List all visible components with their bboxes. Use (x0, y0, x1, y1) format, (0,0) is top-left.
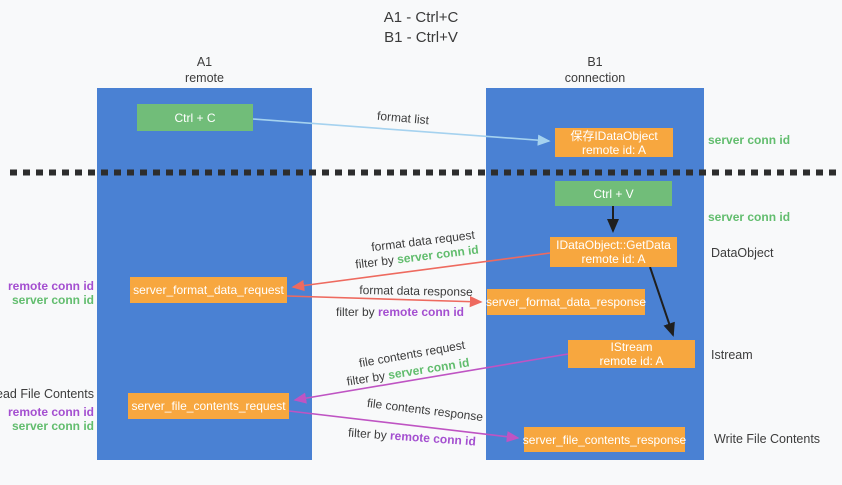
node-istream-remote-id: remote id: A (599, 354, 664, 368)
lane-right-name: B1 (587, 55, 603, 69)
node-server-file-contents-request: server_file_contents_request (128, 393, 289, 419)
format-list-arrow (252, 118, 551, 146)
title-line-b1: B1 - Ctrl+V (384, 29, 458, 46)
node-idataobject-getdata: IDataObject::GetData remote id: A (550, 237, 677, 267)
label-format-data-response: format data response (359, 283, 473, 299)
label-istream: Istream (711, 348, 753, 362)
label-write-file-contents: Write File Contents (714, 432, 821, 446)
filter-value-remote-conn-id-1: remote conn id (378, 305, 465, 319)
node-istream-title: IStream (610, 340, 653, 354)
label-remote-conn-id-left-1: remote conn id (7, 279, 94, 293)
lane-right-role: connection (564, 71, 626, 85)
node-istream: IStream remote id: A (568, 340, 695, 368)
format-data-request-arrow (291, 252, 551, 292)
node-getdata-remote-id: remote id: A (581, 252, 646, 266)
node-save-idataobject-title: 保存IDataObject (570, 128, 658, 143)
label-read-file-contents: Read File Contents (0, 387, 94, 401)
label-server-conn-id-top: server conn id (708, 133, 791, 147)
node-server-format-data-response: server_format_data_response (486, 289, 646, 315)
node-ctrl-c: Ctrl + C (137, 104, 253, 131)
label-server-conn-id-mid: server conn id (708, 210, 791, 224)
node-save-idataobject: 保存IDataObject remote id: A (555, 128, 673, 157)
filter-by-text-2: filter by (335, 305, 378, 319)
lane-left-name: A1 (196, 55, 213, 69)
lane-header-left: A1 remote (97, 54, 312, 86)
title-line-a1: A1 - Ctrl+C (383, 9, 459, 26)
file-contents-request-arrow (293, 353, 569, 404)
label-server-conn-id-left-1: server conn id (11, 293, 94, 307)
label-remote-conn-id-left-2: remote conn id (7, 405, 94, 419)
node-getdata-title: IDataObject::GetData (556, 238, 671, 252)
lane-left-role: remote (185, 71, 224, 85)
node-ctrl-v: Ctrl + V (555, 181, 672, 206)
label-dataobject: DataObject (711, 246, 774, 260)
label-server-conn-id-left-2: server conn id (11, 419, 94, 433)
getdata-to-istream-arrow (649, 266, 675, 337)
filter-by-text-4: filter by (347, 425, 391, 443)
node-save-idataobject-remote-id: remote id: A (581, 142, 647, 157)
format-data-response-arrow (286, 295, 483, 308)
node-server-file-contents-response: server_file_contents_response (523, 427, 686, 452)
lane-header-right: B1 connection (486, 54, 704, 86)
diagram-title: A1 - Ctrl+C B1 - Ctrl+V (0, 8, 842, 48)
label-filter-by-remote-conn-id-1: filter by remote conn id (336, 305, 464, 319)
node-server-format-data-request: server_format_data_request (130, 277, 287, 303)
file-contents-response-arrow (288, 410, 520, 443)
